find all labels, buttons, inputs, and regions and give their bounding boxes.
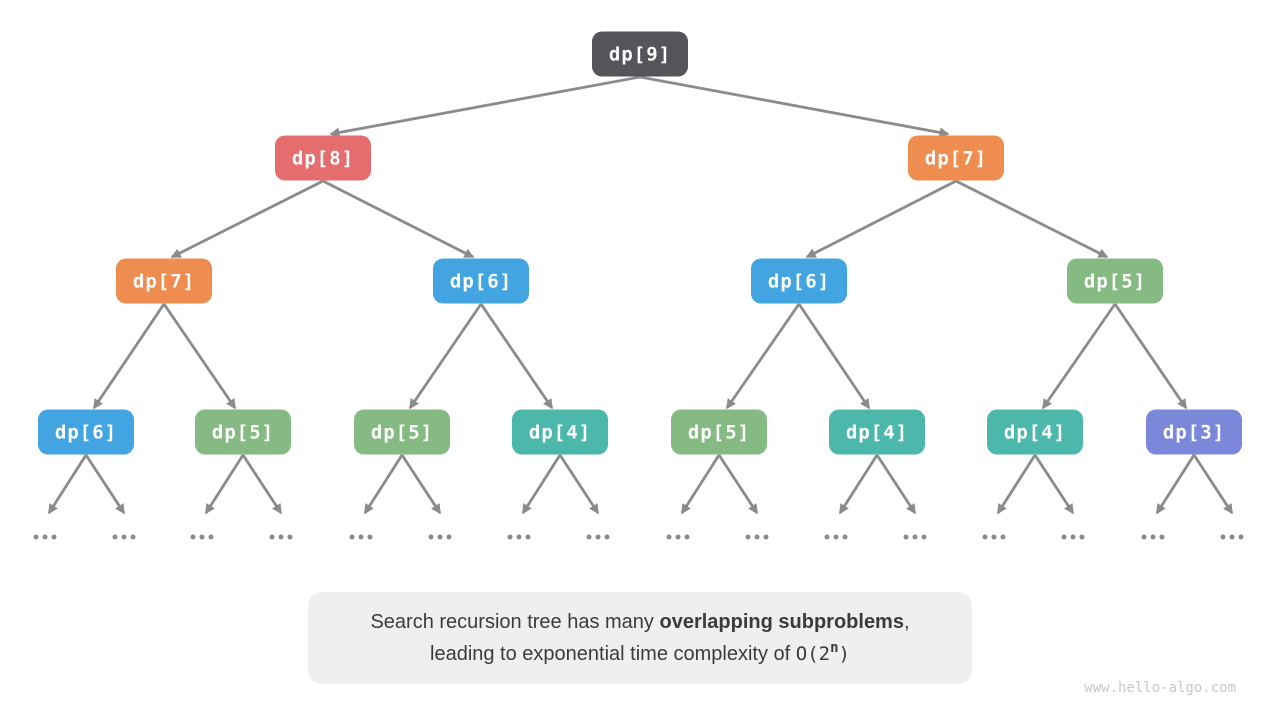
tree-arrow <box>1041 303 1117 410</box>
tree-node-dp5-a: dp[5] <box>1067 258 1163 304</box>
complexity-exponent: n <box>830 640 839 656</box>
ellipsis <box>1141 534 1165 540</box>
tree-arrow <box>680 454 721 515</box>
tree-arrow <box>797 303 871 410</box>
tree-arrow <box>838 454 879 515</box>
tree-arrow <box>955 179 1109 259</box>
tree-arrow <box>92 303 166 410</box>
tree-arrow <box>329 75 641 138</box>
tree-arrow <box>363 454 404 515</box>
ellipsis <box>586 534 610 540</box>
ellipsis <box>190 534 214 540</box>
tree-node-dp5-b: dp[5] <box>195 409 291 455</box>
tree-node-dp4-a: dp[4] <box>512 409 608 455</box>
tree-arrow <box>170 179 324 259</box>
tree-node-dp6-b: dp[6] <box>751 258 847 304</box>
tree-node-dp3: dp[3] <box>1146 409 1242 455</box>
ellipsis <box>982 534 1006 540</box>
tree-arrow <box>1113 303 1188 410</box>
ellipsis <box>1220 534 1244 540</box>
tree-arrow <box>805 179 957 259</box>
ellipsis <box>1061 534 1085 540</box>
caption-line-1: Search recursion tree has many overlappi… <box>308 606 972 638</box>
tree-arrow <box>84 454 126 515</box>
caption-line-2: leading to exponential time complexity o… <box>308 638 972 672</box>
tree-arrow <box>1155 454 1196 515</box>
ellipsis <box>349 534 373 540</box>
tree-node-dp6-a: dp[6] <box>433 258 529 304</box>
tree-arrow <box>725 303 801 410</box>
ellipsis <box>824 534 848 540</box>
ellipsis <box>428 534 452 540</box>
tree-node-dp5-d: dp[5] <box>671 409 767 455</box>
tree-arrow <box>162 303 237 410</box>
tree-arrow <box>558 454 600 515</box>
caption-line2-text: leading to exponential time complexity o… <box>430 643 796 665</box>
tree-arrow <box>875 454 917 515</box>
tree-arrow <box>400 454 442 515</box>
ellipsis <box>269 534 293 540</box>
caption-line1-text: Search recursion tree has many <box>370 611 660 633</box>
tree-node-dp6-c: dp[6] <box>38 409 134 455</box>
tree-arrow <box>1192 454 1234 515</box>
tree-arrow <box>521 454 562 515</box>
tree-arrow <box>996 454 1037 515</box>
ellipsis <box>33 534 57 540</box>
tree-arrow <box>204 454 245 515</box>
tree-arrow <box>241 454 283 515</box>
tree-node-dp4-b: dp[4] <box>829 409 925 455</box>
caption-line1-bold: overlapping subproblems <box>659 611 904 633</box>
ellipsis <box>903 534 927 540</box>
tree-node-dp8: dp[8] <box>275 135 371 181</box>
tree-arrow <box>479 303 554 410</box>
tree-node-dp7-r: dp[7] <box>908 135 1004 181</box>
tree-arrow <box>47 454 88 515</box>
ellipsis <box>112 534 136 540</box>
caption-box: Search recursion tree has many overlappi… <box>308 592 972 684</box>
tree-arrow <box>717 454 759 515</box>
complexity-base: O(2 <box>795 643 831 665</box>
complexity-tail: ) <box>838 643 850 665</box>
tree-arrow <box>1033 454 1075 515</box>
ellipsis <box>507 534 531 540</box>
ellipsis <box>745 534 769 540</box>
watermark: www.hello-algo.com <box>1084 680 1236 696</box>
tree-node-dp4-c: dp[4] <box>987 409 1083 455</box>
tree-node-dp7-l: dp[7] <box>116 258 212 304</box>
tree-arrow <box>639 75 950 138</box>
tree-node-dp5-c: dp[5] <box>354 409 450 455</box>
tree-arrow <box>408 303 483 410</box>
ellipsis <box>666 534 690 540</box>
tree-arrow <box>322 179 475 259</box>
caption-line1-tail: , <box>903 611 910 633</box>
tree-node-dp9: dp[9] <box>592 31 688 77</box>
